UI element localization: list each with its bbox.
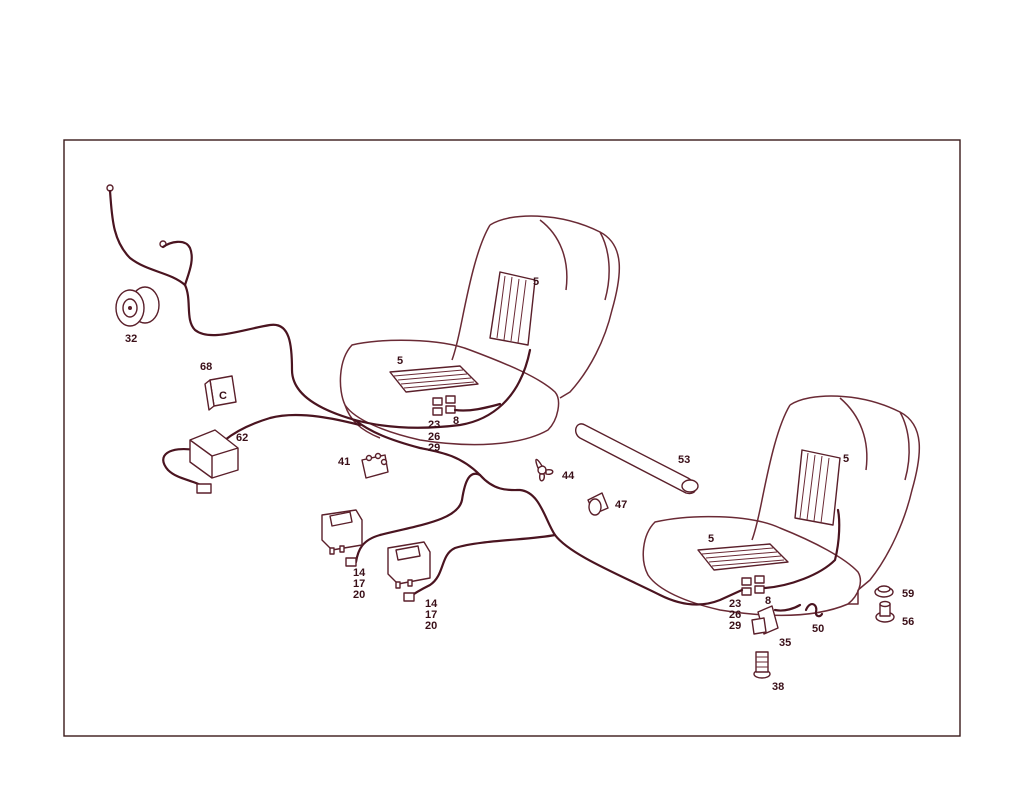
label-8-left: 8 [453,415,459,427]
part-56-plug [875,600,895,623]
right-seat-connectors [741,575,765,596]
label-44: 44 [562,470,575,482]
wiring-harness [106,184,841,612]
label-50: 50 [812,623,824,635]
label-62: 62 [236,432,248,444]
part-62-control-unit [189,429,239,494]
label-17-a: 17 [353,578,365,590]
label-35: 35 [779,637,791,649]
label-29-right: 29 [729,620,741,632]
label-20-b: 20 [425,620,437,632]
left-backrest-heating-pad [489,271,536,346]
label-56: 56 [902,616,914,628]
part-59-grommet [874,585,894,598]
part-68-relay: C [204,375,237,411]
label-32: 32 [125,333,137,345]
right-seat [642,395,921,617]
label-38: 38 [772,681,784,693]
right-cushion-heating-pad [697,543,789,571]
part-switch-left [321,509,363,567]
part-32-reel [115,286,160,327]
part-38-bolt [753,651,771,679]
label-68: 68 [200,361,212,373]
label-14-a: 14 [353,567,366,579]
left-seat [339,215,621,446]
part-47-sleeve [587,492,609,516]
label-29-left: 29 [428,442,440,454]
label-5-cushion-right: 5 [708,533,714,545]
label-26-right: 26 [729,609,741,621]
right-backrest-heating-pad [794,449,841,526]
part-53-tube [575,423,699,495]
label-23-right: 23 [729,598,741,610]
left-seat-connectors [432,395,456,416]
label-41: 41 [338,456,350,468]
label-47: 47 [615,499,627,511]
part-35-bracket [751,605,779,635]
left-cushion-heating-pad [389,365,479,393]
label-20-a: 20 [353,589,365,601]
label-8-right: 8 [765,595,771,607]
label-5-backrest-right: 5 [843,453,849,465]
part-switch-right [387,541,431,602]
label-23-left: 23 [428,419,440,431]
diagram-frame [63,139,961,737]
part-44-fan [535,458,554,482]
part-50-spring-clip [804,603,824,618]
part-41-clip [361,452,389,479]
label-17-b: 17 [425,609,437,621]
label-5-cushion-left: 5 [397,355,403,367]
svg-text:C: C [219,390,227,402]
label-53: 53 [678,454,690,466]
label-26-left: 26 [428,431,440,443]
label-59: 59 [902,588,914,600]
part-labels: 5 5 8 23 26 29 32 68 62 41 44 53 47 5 5 … [125,276,914,693]
label-5-backrest-left: 5 [533,276,539,288]
label-14-b: 14 [425,598,438,610]
